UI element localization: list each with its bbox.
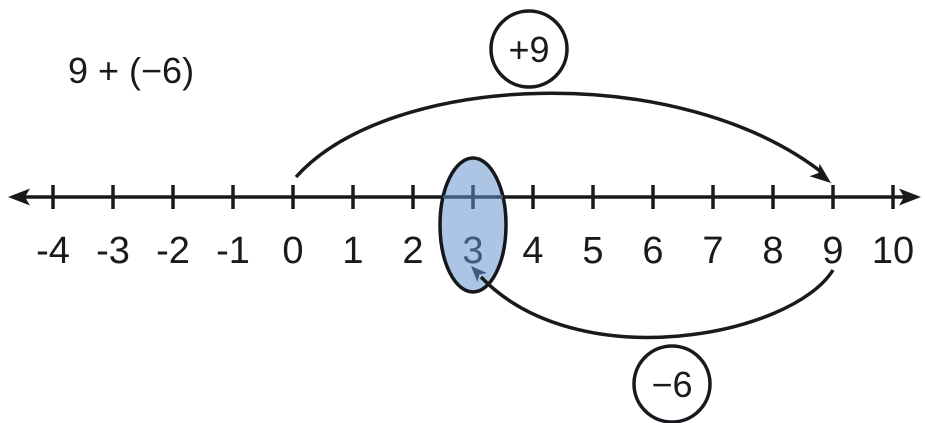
tick-label: 6 bbox=[642, 230, 663, 272]
tick-label: 1 bbox=[342, 230, 363, 272]
expression-label: 9 + (−6) bbox=[68, 50, 194, 91]
axis-right-arrow-icon bbox=[899, 188, 921, 206]
tick-label: 7 bbox=[702, 230, 723, 272]
plus9-badge-circle bbox=[489, 9, 569, 89]
plus9-arrowhead-icon bbox=[809, 163, 831, 183]
highlight-tick-label: 3 bbox=[462, 230, 483, 272]
axis-left-arrow-icon bbox=[8, 188, 30, 206]
tick-label: -2 bbox=[156, 230, 190, 272]
minus6-badge-circle bbox=[632, 344, 712, 423]
highlight-overlay: 3 bbox=[443, 185, 503, 272]
minus6-arrowhead-icon bbox=[471, 266, 487, 283]
minus6-badge-label: −6 bbox=[651, 364, 692, 405]
minus6-jump: −6 bbox=[471, 266, 835, 423]
tick-label: 9 bbox=[822, 230, 843, 272]
plus9-arc bbox=[294, 91, 826, 179]
minus6-arc bbox=[479, 269, 835, 340]
tick-label: 8 bbox=[762, 230, 783, 272]
tick-label: 10 bbox=[872, 230, 914, 272]
tick-label: 5 bbox=[582, 230, 603, 272]
tick-label: -3 bbox=[96, 230, 130, 272]
highlight-ellipse bbox=[438, 156, 508, 294]
tick-label: -4 bbox=[36, 230, 70, 272]
plus9-badge-label: +9 bbox=[508, 29, 549, 70]
tick-label: 4 bbox=[522, 230, 543, 272]
plus9-jump: +9 bbox=[294, 9, 831, 183]
tick-label: -1 bbox=[216, 230, 250, 272]
tick-label: 0 bbox=[282, 230, 303, 272]
tick-label: 2 bbox=[402, 230, 423, 272]
